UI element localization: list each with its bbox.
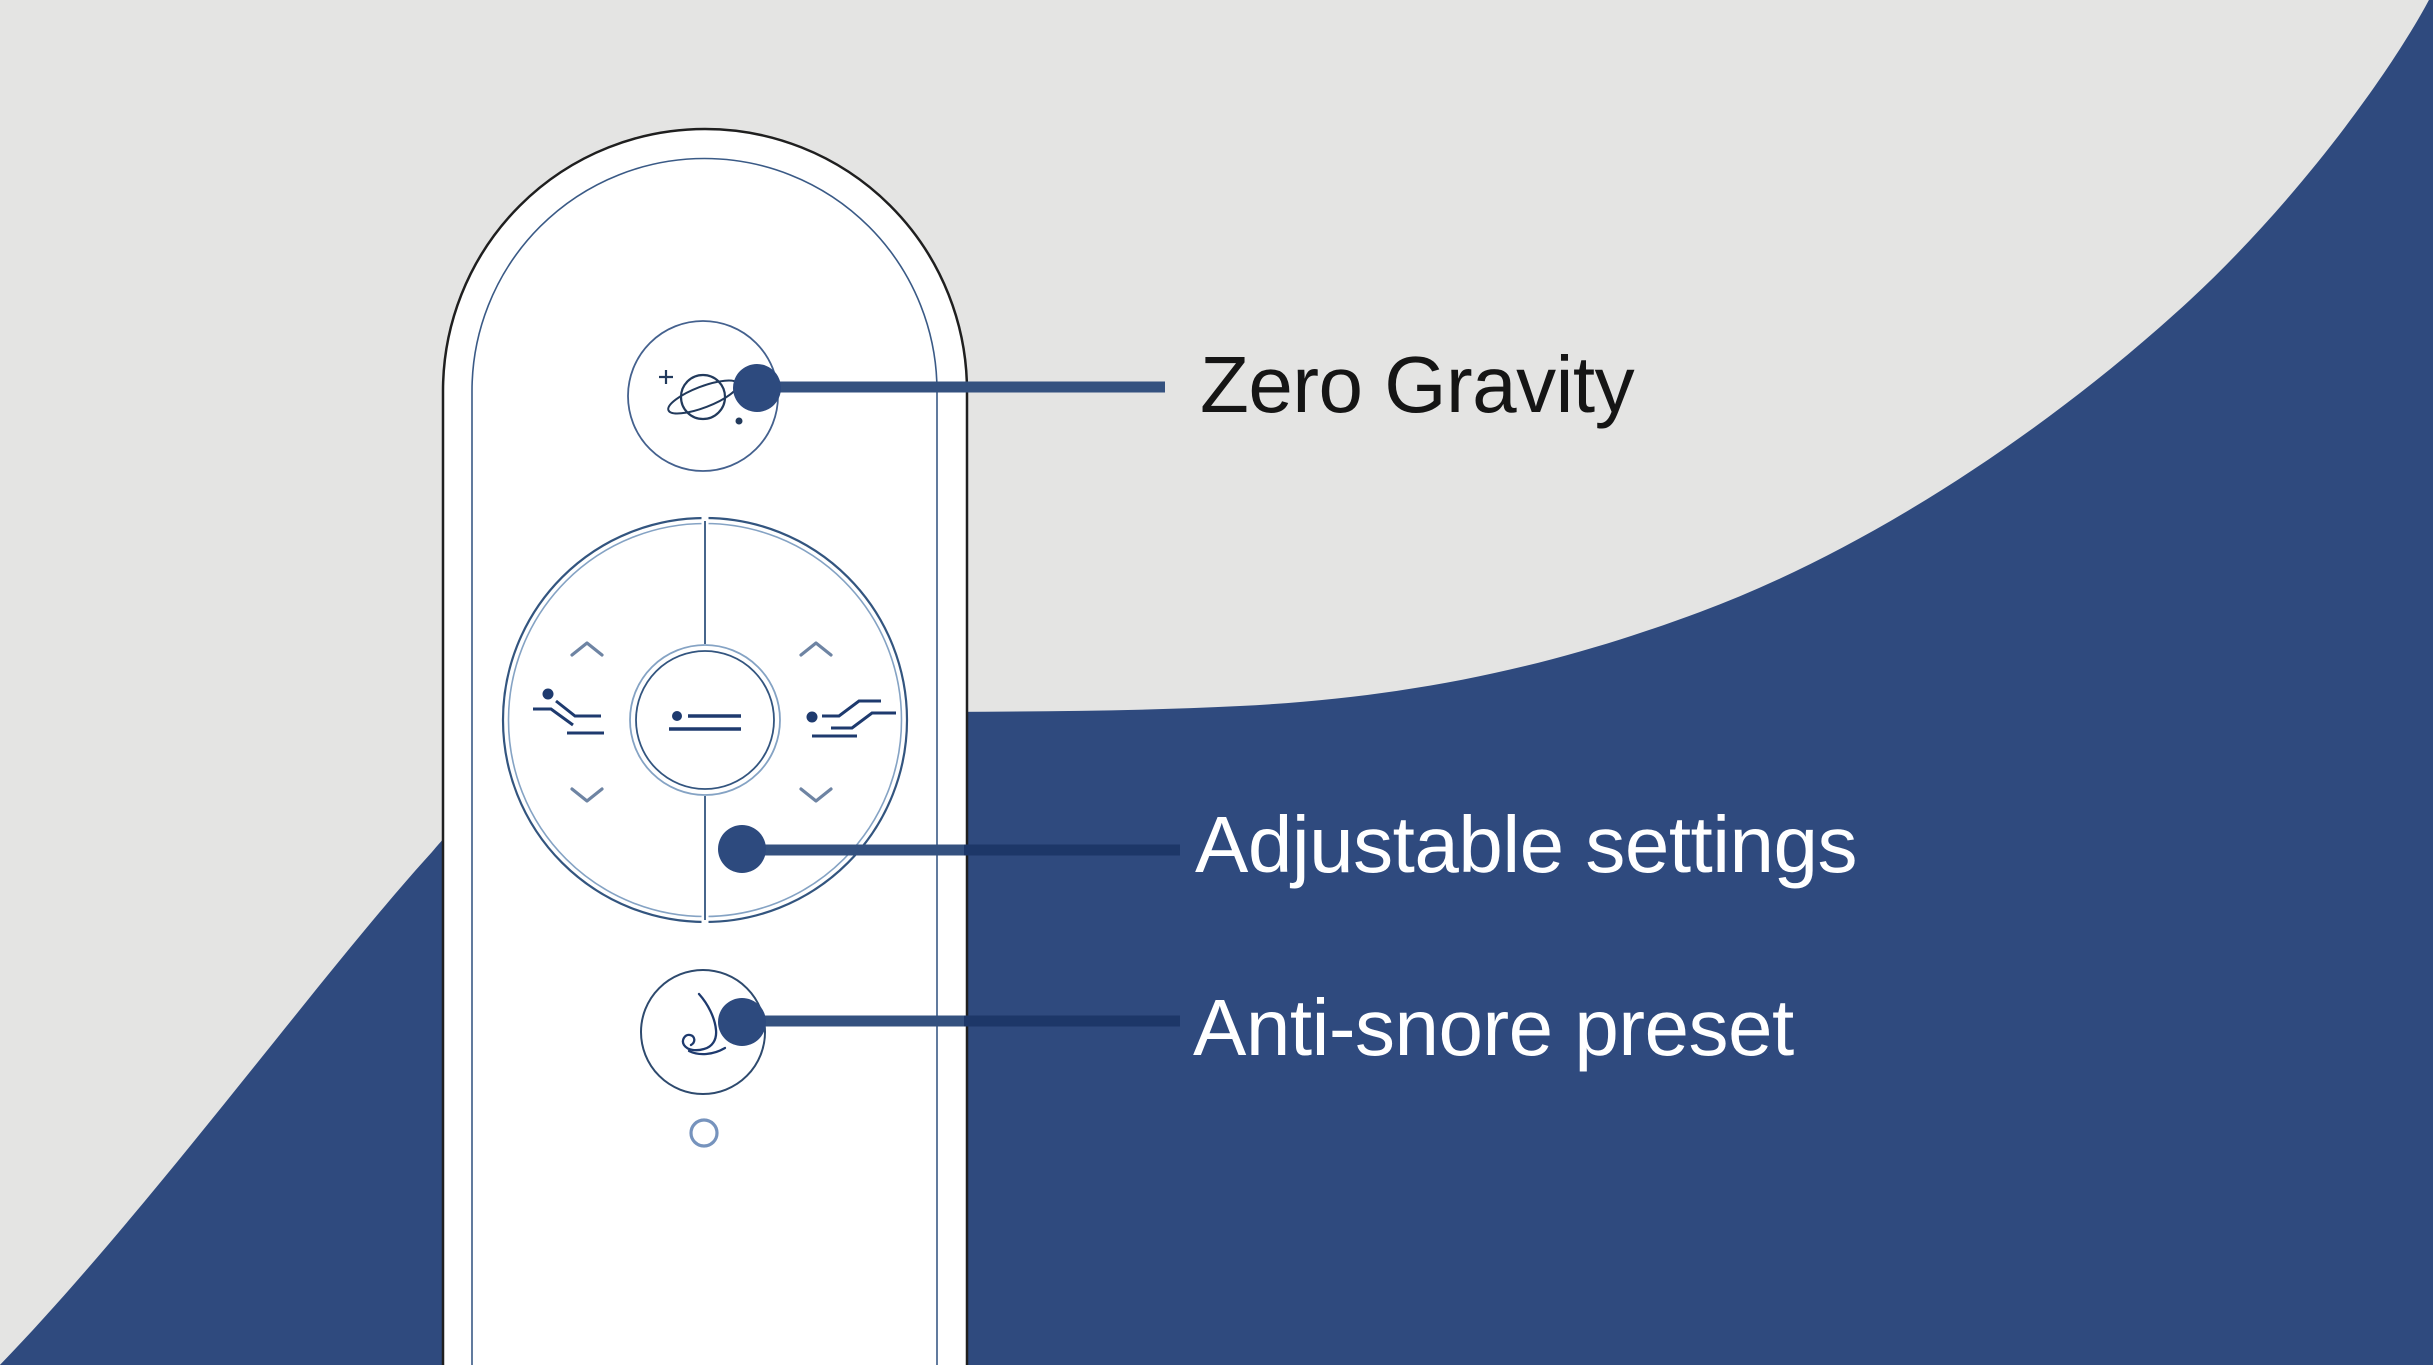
head-incline-icon [533,688,604,735]
anti-snore-label: Anti-snore preset [1193,983,1794,1072]
foot-incline-icon [806,699,896,738]
zero-gravity-button[interactable] [627,320,779,472]
led-indicator [689,1118,719,1148]
anti-snore-callout-dot [718,998,766,1046]
plus-icon [659,370,673,384]
foot-down-chevron-icon[interactable] [799,787,833,803]
adjustable-callout-dot [718,825,766,873]
flat-bed-icon [669,711,741,731]
zero-gravity-callout-line [757,381,1165,393]
remote-control [441,127,969,1365]
head-down-chevron-icon[interactable] [570,787,604,803]
adjustable-callout-line-dark [964,844,1180,856]
adjustable-settings-pad[interactable] [501,514,909,926]
zero-gravity-callout-dot [733,364,781,412]
foot-up-chevron-icon[interactable] [799,641,833,657]
remote-inner-outline [471,157,938,1365]
anti-snore-callout-line-dark [964,1015,1180,1027]
anti-snore-callout-line [742,1015,964,1027]
head-up-chevron-icon[interactable] [570,641,604,657]
adjustable-callout-line [742,844,964,856]
pad-center-button[interactable] [629,644,781,796]
zero-gravity-label: Zero Gravity [1200,340,1635,429]
adjustable-settings-label: Adjustable settings [1195,800,1858,889]
star-dot [735,417,743,425]
callout-connectors [718,364,1180,1046]
nose-icon [681,992,727,1056]
